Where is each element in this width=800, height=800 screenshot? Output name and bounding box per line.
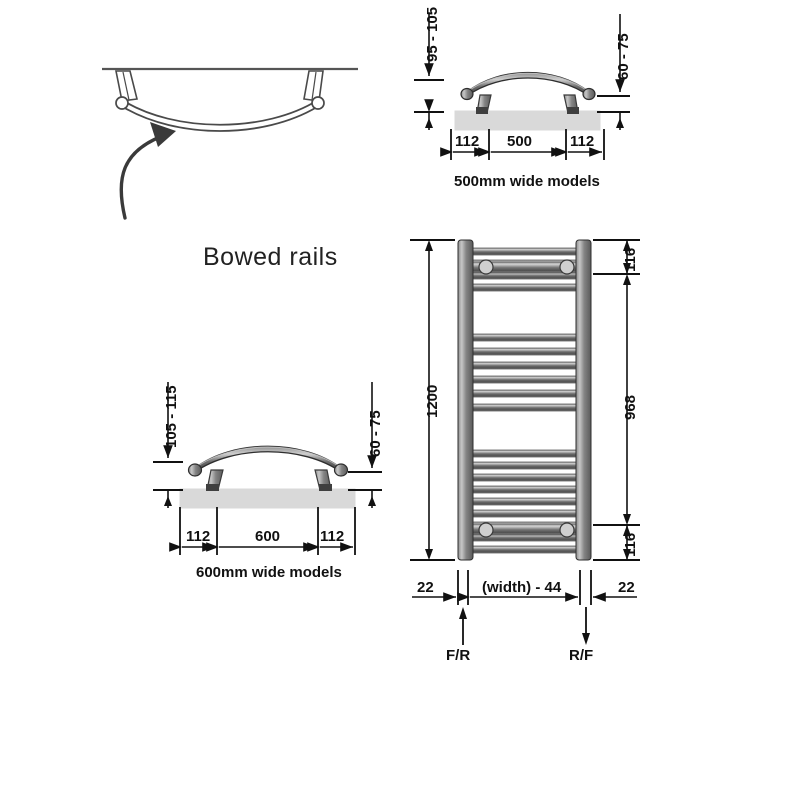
rail-valve-rungs — [467, 259, 581, 538]
caption-600mm-models: 600mm wide models — [196, 564, 342, 581]
bracket-foot-right-600 — [319, 484, 332, 491]
dim-label-500-right-112: 112 — [570, 133, 595, 150]
endcap-left-600 — [187, 463, 203, 477]
bracket-foot-left-500 — [476, 107, 488, 114]
plan-rail-curve-inner — [122, 106, 318, 132]
dim-label-600-centre: 600 — [255, 528, 281, 545]
dim-label-bottom-116: 116 — [622, 532, 639, 557]
dim-label-right-edge-22: 22 — [618, 579, 635, 596]
dim-label-500-centre: 500 — [507, 133, 533, 150]
model-500-dimensions — [414, 14, 630, 160]
dim-label-500-left-112: 112 — [455, 133, 480, 150]
dim-label-left-edge-22: 22 — [417, 579, 434, 596]
dim-label-500-right-vertical: 60 - 75 — [615, 33, 632, 80]
dim-label-600-left-vertical: 105 - 115 — [163, 385, 180, 448]
towel-rail-front-elevation — [457, 239, 592, 561]
curved-arrow-icon — [119, 122, 176, 220]
plan-rail-curve-outer — [121, 99, 319, 126]
bracket-foot-right-500 — [567, 107, 579, 114]
dim-label-centres-968: 968 — [622, 394, 639, 420]
wall-slab-600 — [179, 488, 356, 509]
wall-slab-500 — [454, 110, 601, 131]
valve-boss-bottom-right — [559, 522, 575, 538]
valve-boss-bottom-left — [478, 522, 494, 538]
endcap-left-500 — [460, 87, 474, 101]
model-500-side-profile — [454, 71, 601, 131]
model-600-dimensions — [153, 382, 382, 555]
dim-label-top-116: 116 — [622, 247, 639, 272]
plan-endcap-right — [311, 96, 325, 110]
caption-500mm-models: 500mm wide models — [454, 173, 600, 190]
front-view-dimensions — [410, 239, 640, 645]
dim-label-600-right-112: 112 — [320, 528, 345, 545]
rail-rungs — [467, 247, 581, 554]
valve-boss-top-right — [559, 259, 575, 275]
rail-post-left — [457, 239, 474, 561]
bowed-rail-plan-view — [102, 67, 358, 132]
plan-endcap-left — [115, 96, 129, 110]
connector-label-fr: F/R — [446, 647, 471, 664]
valve-boss-top-left — [478, 259, 494, 275]
dim-label-height-1200: 1200 — [424, 384, 441, 418]
bracket-foot-left-600 — [206, 484, 219, 491]
model-600-side-profile — [179, 445, 356, 509]
bowed-tube-600 — [194, 445, 342, 474]
connector-label-rf: R/F — [569, 647, 594, 664]
rail-post-right — [575, 239, 592, 561]
endcap-right-500 — [582, 87, 596, 101]
bowed-rails-callout-label: Bowed rails — [203, 243, 338, 271]
bowed-tube-500 — [466, 71, 590, 98]
dim-label-inner-width: (width) - 44 — [482, 579, 562, 596]
dim-label-500-left-vertical: 95 - 105 — [424, 6, 441, 62]
dim-label-600-right-vertical: 60 - 75 — [367, 410, 384, 457]
endcap-right-600 — [333, 463, 349, 477]
dim-label-600-left-112: 112 — [186, 528, 211, 545]
